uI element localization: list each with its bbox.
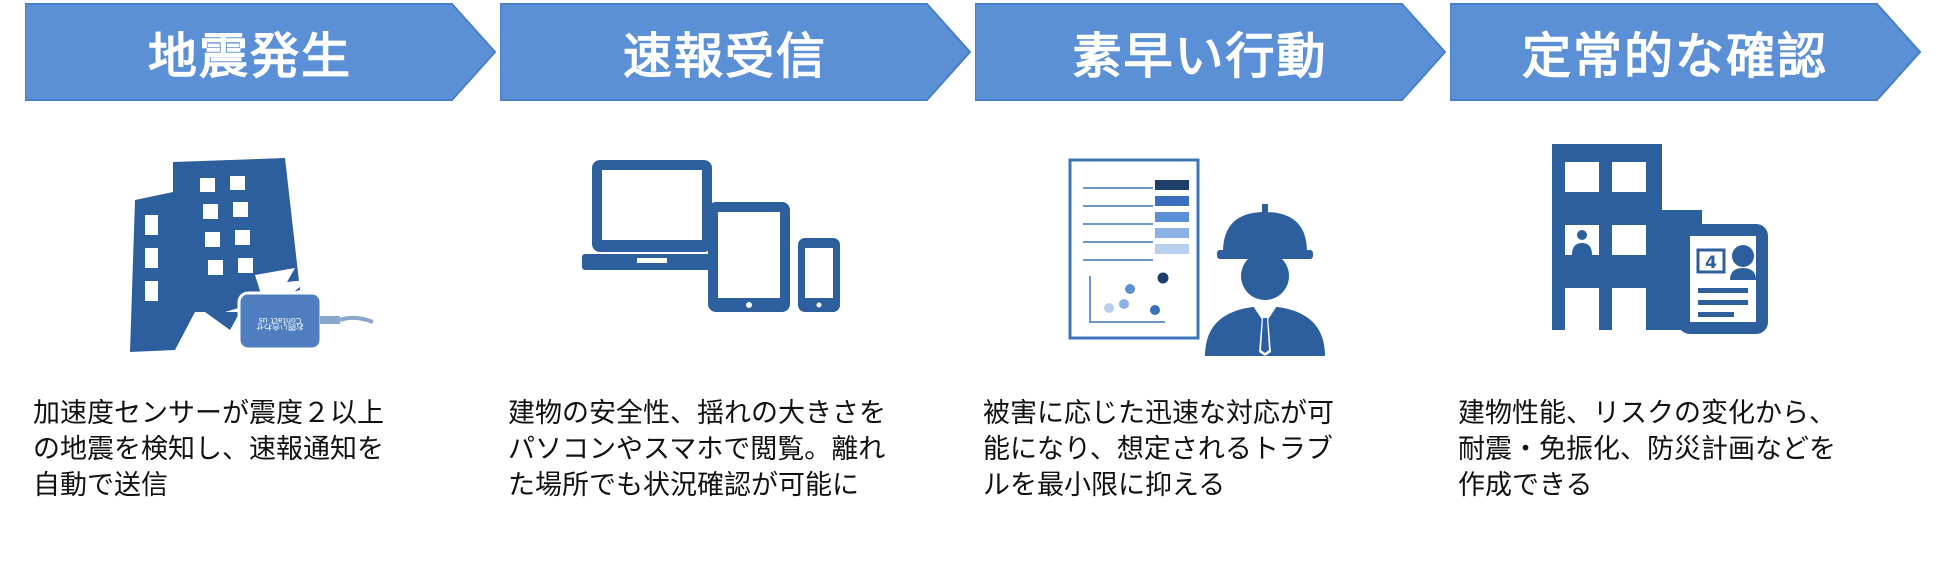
sensor-label: お問い合わせ xyxy=(256,322,304,332)
collapsing-building-with-sensor-icon: Contact us お問い合わせ xyxy=(130,158,374,352)
chevron-arrow xyxy=(1450,3,1922,101)
laptop-tablet-phone-icon xyxy=(582,160,840,312)
step-description: 加速度センサーが震度２以上 の地震を検知し、速報通知を 自動で送信 xyxy=(33,398,384,501)
sensor-label: Contact us xyxy=(259,316,302,325)
chevron-arrow xyxy=(975,3,1447,101)
step-title: 素早い行動 xyxy=(1072,28,1328,85)
building-with-consultation-icon: 4 xyxy=(1552,144,1768,334)
step-title: 速報受信 xyxy=(622,28,827,85)
step-description: 建物性能、リスクの変化から、 耐震・免振化、防災計画などを 作成できる xyxy=(1458,398,1836,501)
chevron-arrow xyxy=(25,3,497,101)
step-earthquake: 地震発生 Contact us お問い合わせ 加速度センサーが震度２以上 の地震… xyxy=(25,0,497,570)
report-and-worker-icon xyxy=(1068,158,1325,356)
badge-number: 4 xyxy=(1705,253,1717,273)
step-alert-received: 速報受信 建物の安全性、揺れの大きさを パソコンやスマホで閲覧。離れ た場所でも… xyxy=(500,0,972,570)
step-title: 定常的な確認 xyxy=(1521,28,1828,85)
step-title: 地震発生 xyxy=(147,28,352,85)
step-quick-action: 素早い行動 被害に応じた迅 xyxy=(975,0,1447,570)
step-description: 建物の安全性、揺れの大きさを パソコンやスマホで閲覧。離れ た場所でも状況確認が… xyxy=(508,398,886,501)
step-description: 被害に応じた迅速な対応が可 能になり、想定されるトラブ ルを最小限に抑える xyxy=(983,398,1334,501)
chevron-arrow xyxy=(500,3,972,101)
step-regular-check: 定常的な確認 4 建物性能、リスクの変化から、 耐震・免振化、防災計画などを 作… xyxy=(1450,0,1922,570)
worker-icon xyxy=(1205,204,1325,356)
